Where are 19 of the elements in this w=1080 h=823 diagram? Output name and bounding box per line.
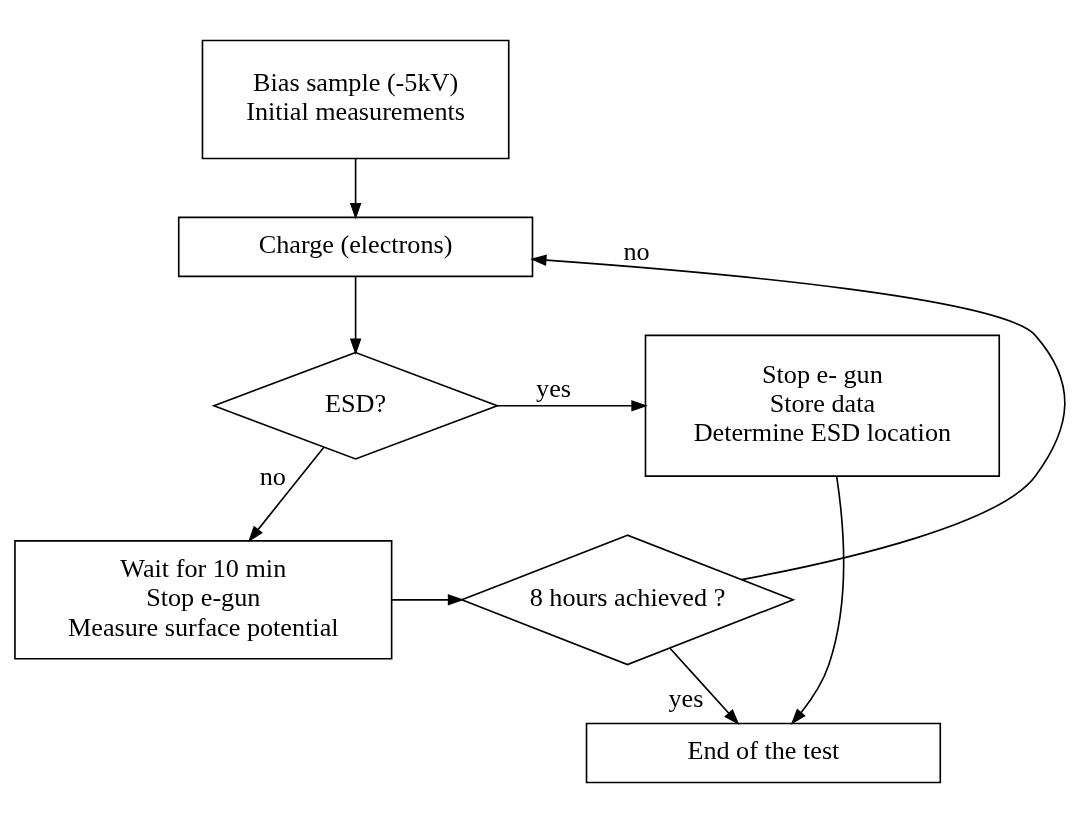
edge-label: yes [668, 683, 704, 713]
arrow [668, 647, 740, 725]
node-box: Stop e- gun Store data Determine ESD location [644, 334, 1001, 477]
arrow [390, 594, 465, 606]
node-diamond: ESD? [211, 351, 500, 460]
node-box: Charge (electrons) [177, 216, 534, 278]
arrow [530, 254, 1066, 581]
node-box: Bias sample (-5kV) Initial measurements [201, 39, 510, 160]
node-box: Wait for 10 min Stop e-gun Measure surface potential [14, 540, 393, 660]
arrow [790, 475, 845, 725]
edge-label: yes [536, 374, 571, 404]
arrow [349, 157, 362, 220]
node-diamond: 8 hours achieved ? [459, 534, 796, 666]
arrow [349, 276, 362, 355]
edge-label: no [623, 236, 650, 266]
node-box: End of the test [585, 722, 942, 784]
edge-label: no [259, 462, 286, 492]
arrow [496, 400, 648, 412]
arrow [248, 446, 325, 543]
